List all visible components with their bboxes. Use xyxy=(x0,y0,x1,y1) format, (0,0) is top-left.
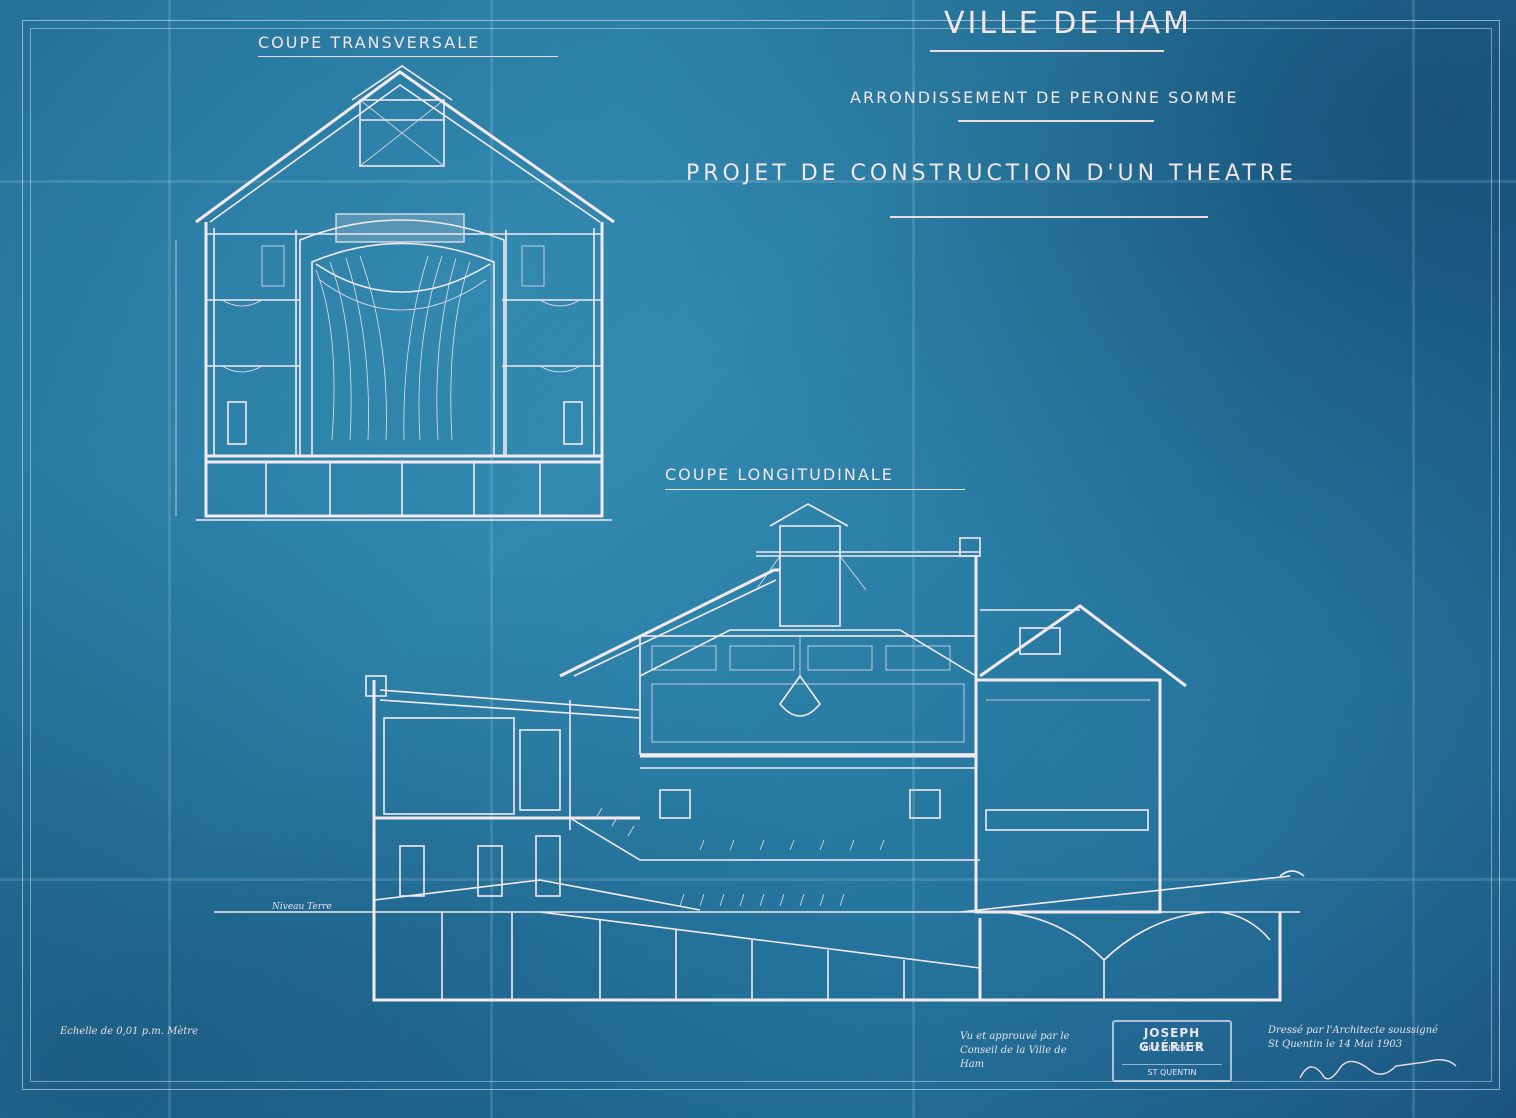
fold-line xyxy=(0,180,1516,183)
fold-line xyxy=(1412,0,1415,1118)
approval-note: Vu et approuvé par le Conseil de la Vill… xyxy=(960,1031,1070,1070)
drafted-by-note: Dressé par l'Architecte soussigné St Que… xyxy=(1268,1025,1439,1050)
stamp-name: JOSEPH GUÉRIER xyxy=(1139,1026,1205,1054)
district-title: ARRONDISSEMENT DE PERONNE SOMME xyxy=(850,88,1239,107)
project-title: PROJET DE CONSTRUCTION D'UN THEATRE xyxy=(686,161,1297,186)
longitudinal-section-label: COUPE LONGITUDINALE xyxy=(665,465,894,484)
fold-line xyxy=(168,0,171,1118)
fold-line xyxy=(912,0,915,1118)
fold-line xyxy=(0,878,1516,881)
longitudinal-section-drawing xyxy=(214,503,1305,1002)
transverse-section-label: COUPE TRANSVERSALE xyxy=(258,33,481,52)
town-title: VILLE DE HAM xyxy=(944,6,1192,41)
sheet-border xyxy=(22,20,1500,1090)
sheet-border-inner xyxy=(30,28,1492,1082)
ground-level-note: Niveau Terre xyxy=(272,902,332,912)
transverse-section-drawing xyxy=(175,65,615,521)
scale-note: Echelle de 0,01 p.m. Mètre xyxy=(60,1026,198,1037)
architect-stamp: JOSEPH GUÉRIER ARCHITECTE ST QUENTIN xyxy=(1112,1020,1232,1082)
stamp-title: ARCHITECTE xyxy=(1141,1044,1203,1053)
architect-signature-mark xyxy=(1299,1059,1457,1080)
fold-line xyxy=(490,0,493,1118)
stamp-city: ST QUENTIN xyxy=(1122,1064,1222,1077)
